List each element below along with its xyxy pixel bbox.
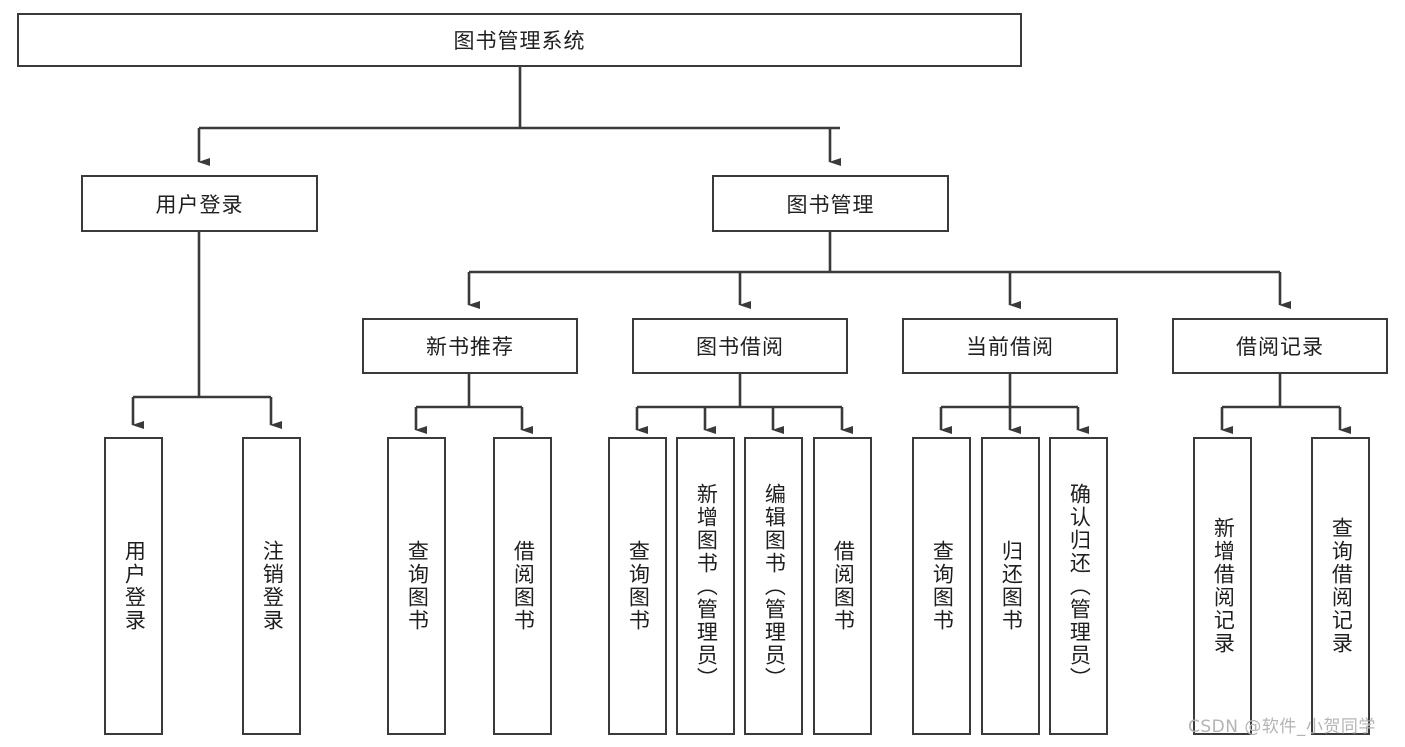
leaf-new-book-borrow[interactable]: 借阅图书 bbox=[493, 437, 552, 735]
node-borrow-record[interactable]: 借阅记录 bbox=[1172, 318, 1388, 374]
node-root-label: 图书管理系统 bbox=[453, 29, 586, 53]
leaf-label: 编辑图书（管理员） bbox=[762, 482, 787, 690]
node-borrow-record-label: 借阅记录 bbox=[1236, 335, 1324, 359]
leaf-label: 新增图书（管理员） bbox=[694, 482, 719, 690]
node-root[interactable]: 图书管理系统 bbox=[17, 13, 1022, 67]
leaf-label: 借阅图书 bbox=[511, 540, 536, 632]
node-current-borrow[interactable]: 当前借阅 bbox=[902, 318, 1118, 374]
node-book-management-label: 图书管理 bbox=[786, 192, 875, 217]
leaf-label: 查询图书 bbox=[405, 540, 430, 632]
leaf-current-return-book[interactable]: 归还图书 bbox=[981, 437, 1040, 735]
node-user-login-label: 用户登录 bbox=[155, 192, 244, 217]
leaf-record-query[interactable]: 查询借阅记录 bbox=[1311, 437, 1370, 735]
leaf-label: 新增借阅记录 bbox=[1211, 517, 1236, 655]
node-book-borrow[interactable]: 图书借阅 bbox=[632, 318, 848, 374]
node-book-management[interactable]: 图书管理 bbox=[712, 175, 949, 232]
leaf-current-query-book[interactable]: 查询图书 bbox=[912, 437, 971, 735]
leaf-current-confirm-return[interactable]: 确认归还（管理员） bbox=[1049, 437, 1108, 735]
leaf-label: 注销登录 bbox=[260, 540, 285, 632]
node-user-login[interactable]: 用户登录 bbox=[81, 175, 318, 232]
node-new-book-recommend[interactable]: 新书推荐 bbox=[362, 318, 578, 374]
leaf-label: 借阅图书 bbox=[831, 540, 856, 632]
leaf-record-add[interactable]: 新增借阅记录 bbox=[1193, 437, 1252, 735]
node-new-book-recommend-label: 新书推荐 bbox=[426, 335, 514, 359]
leaf-label: 查询图书 bbox=[626, 540, 651, 632]
leaf-borrow-edit-book[interactable]: 编辑图书（管理员） bbox=[744, 437, 803, 735]
leaf-borrow-borrow-book[interactable]: 借阅图书 bbox=[813, 437, 872, 735]
leaf-borrow-query-book[interactable]: 查询图书 bbox=[608, 437, 667, 735]
csdn-watermark: CSDN @软件_小贺同学 bbox=[1188, 717, 1376, 737]
leaf-label: 归还图书 bbox=[999, 540, 1024, 632]
leaf-user-login-logout[interactable]: 注销登录 bbox=[242, 437, 301, 735]
leaf-label: 用户登录 bbox=[122, 540, 147, 632]
node-book-borrow-label: 图书借阅 bbox=[696, 335, 784, 359]
leaf-label: 确认归还（管理员） bbox=[1067, 482, 1092, 690]
node-current-borrow-label: 当前借阅 bbox=[966, 335, 1054, 359]
leaf-label: 查询借阅记录 bbox=[1329, 517, 1354, 655]
leaf-label: 查询图书 bbox=[930, 540, 955, 632]
leaf-new-book-query[interactable]: 查询图书 bbox=[387, 437, 446, 735]
leaf-user-login-login[interactable]: 用户登录 bbox=[104, 437, 163, 735]
leaf-borrow-add-book[interactable]: 新增图书（管理员） bbox=[676, 437, 735, 735]
